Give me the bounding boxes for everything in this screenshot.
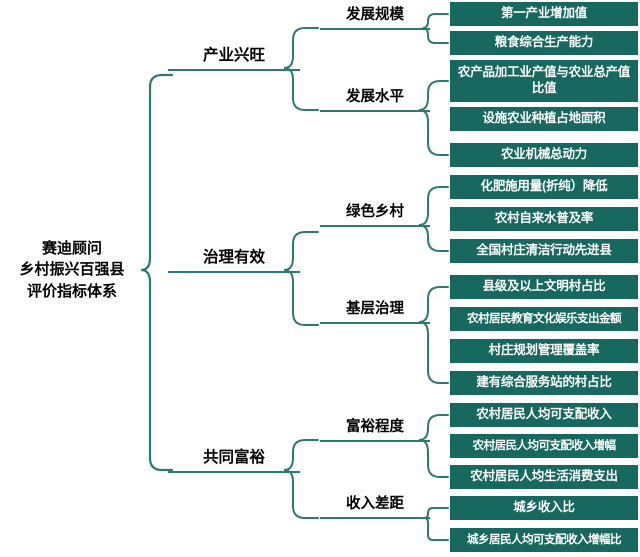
leaf-box: 农业机械总动力 [450,143,638,167]
group-label-income-gap: 收入差距 [320,497,430,519]
root-line-2: 乡村振兴百强县 [19,261,125,279]
leaf-box: 农村居民教育文化娱乐支出金额 [450,307,638,331]
brace-connector [140,73,174,472]
leaf-box: 第一产业增加值 [450,2,638,26]
group-label-development-level: 发展水平 [320,90,430,112]
group-label-grassroots-governance: 基层治理 [320,302,430,324]
leaf-box: 村庄规划管理覆盖率 [450,339,638,363]
branch-label-governance: 治理有效 [168,250,300,273]
leaf-box: 县级及以上文明村占比 [450,275,638,299]
brace-connector [283,231,319,326]
leaf-box: 城乡收入比 [450,496,638,520]
group-label-development-scale: 发展规模 [320,8,430,30]
leaf-box: 农村居民人均生活消费支出 [450,465,638,489]
branch-label-industry: 产业兴旺 [168,48,300,71]
group-label-prosperity-degree: 富裕程度 [320,420,430,442]
group-label-green-village: 绿色乡村 [320,205,430,227]
leaf-box: 农村自来水普及率 [450,207,638,231]
leaf-box: 农村居民人均可支配收入 [450,403,638,427]
leaf-box: 粮食综合生产能力 [450,31,638,55]
root-line-1: 赛迪顾问 [41,240,102,257]
root-node: 赛迪顾问 乡村振兴百强县 评价指标体系 [2,238,142,302]
leaf-box: 农产品加工业产值与农业总产值比值 [450,60,638,102]
leaf-box: 化肥施用量(折纯）降低 [450,175,638,199]
leaf-box: 农村居民人均可支配收入增幅 [450,434,638,458]
leaf-box: 建有综合服务站的村占比 [450,371,638,395]
root-line-3: 评价指标体系 [26,282,117,300]
leaf-box: 全国村庄清洁行动先进县 [450,239,638,263]
leaf-box: 设施农业种植占地面积 [450,107,638,131]
branch-label-prosperity: 共同富裕 [168,450,300,473]
leaf-box: 城乡居民人均可支配收入增幅比 [450,528,638,552]
